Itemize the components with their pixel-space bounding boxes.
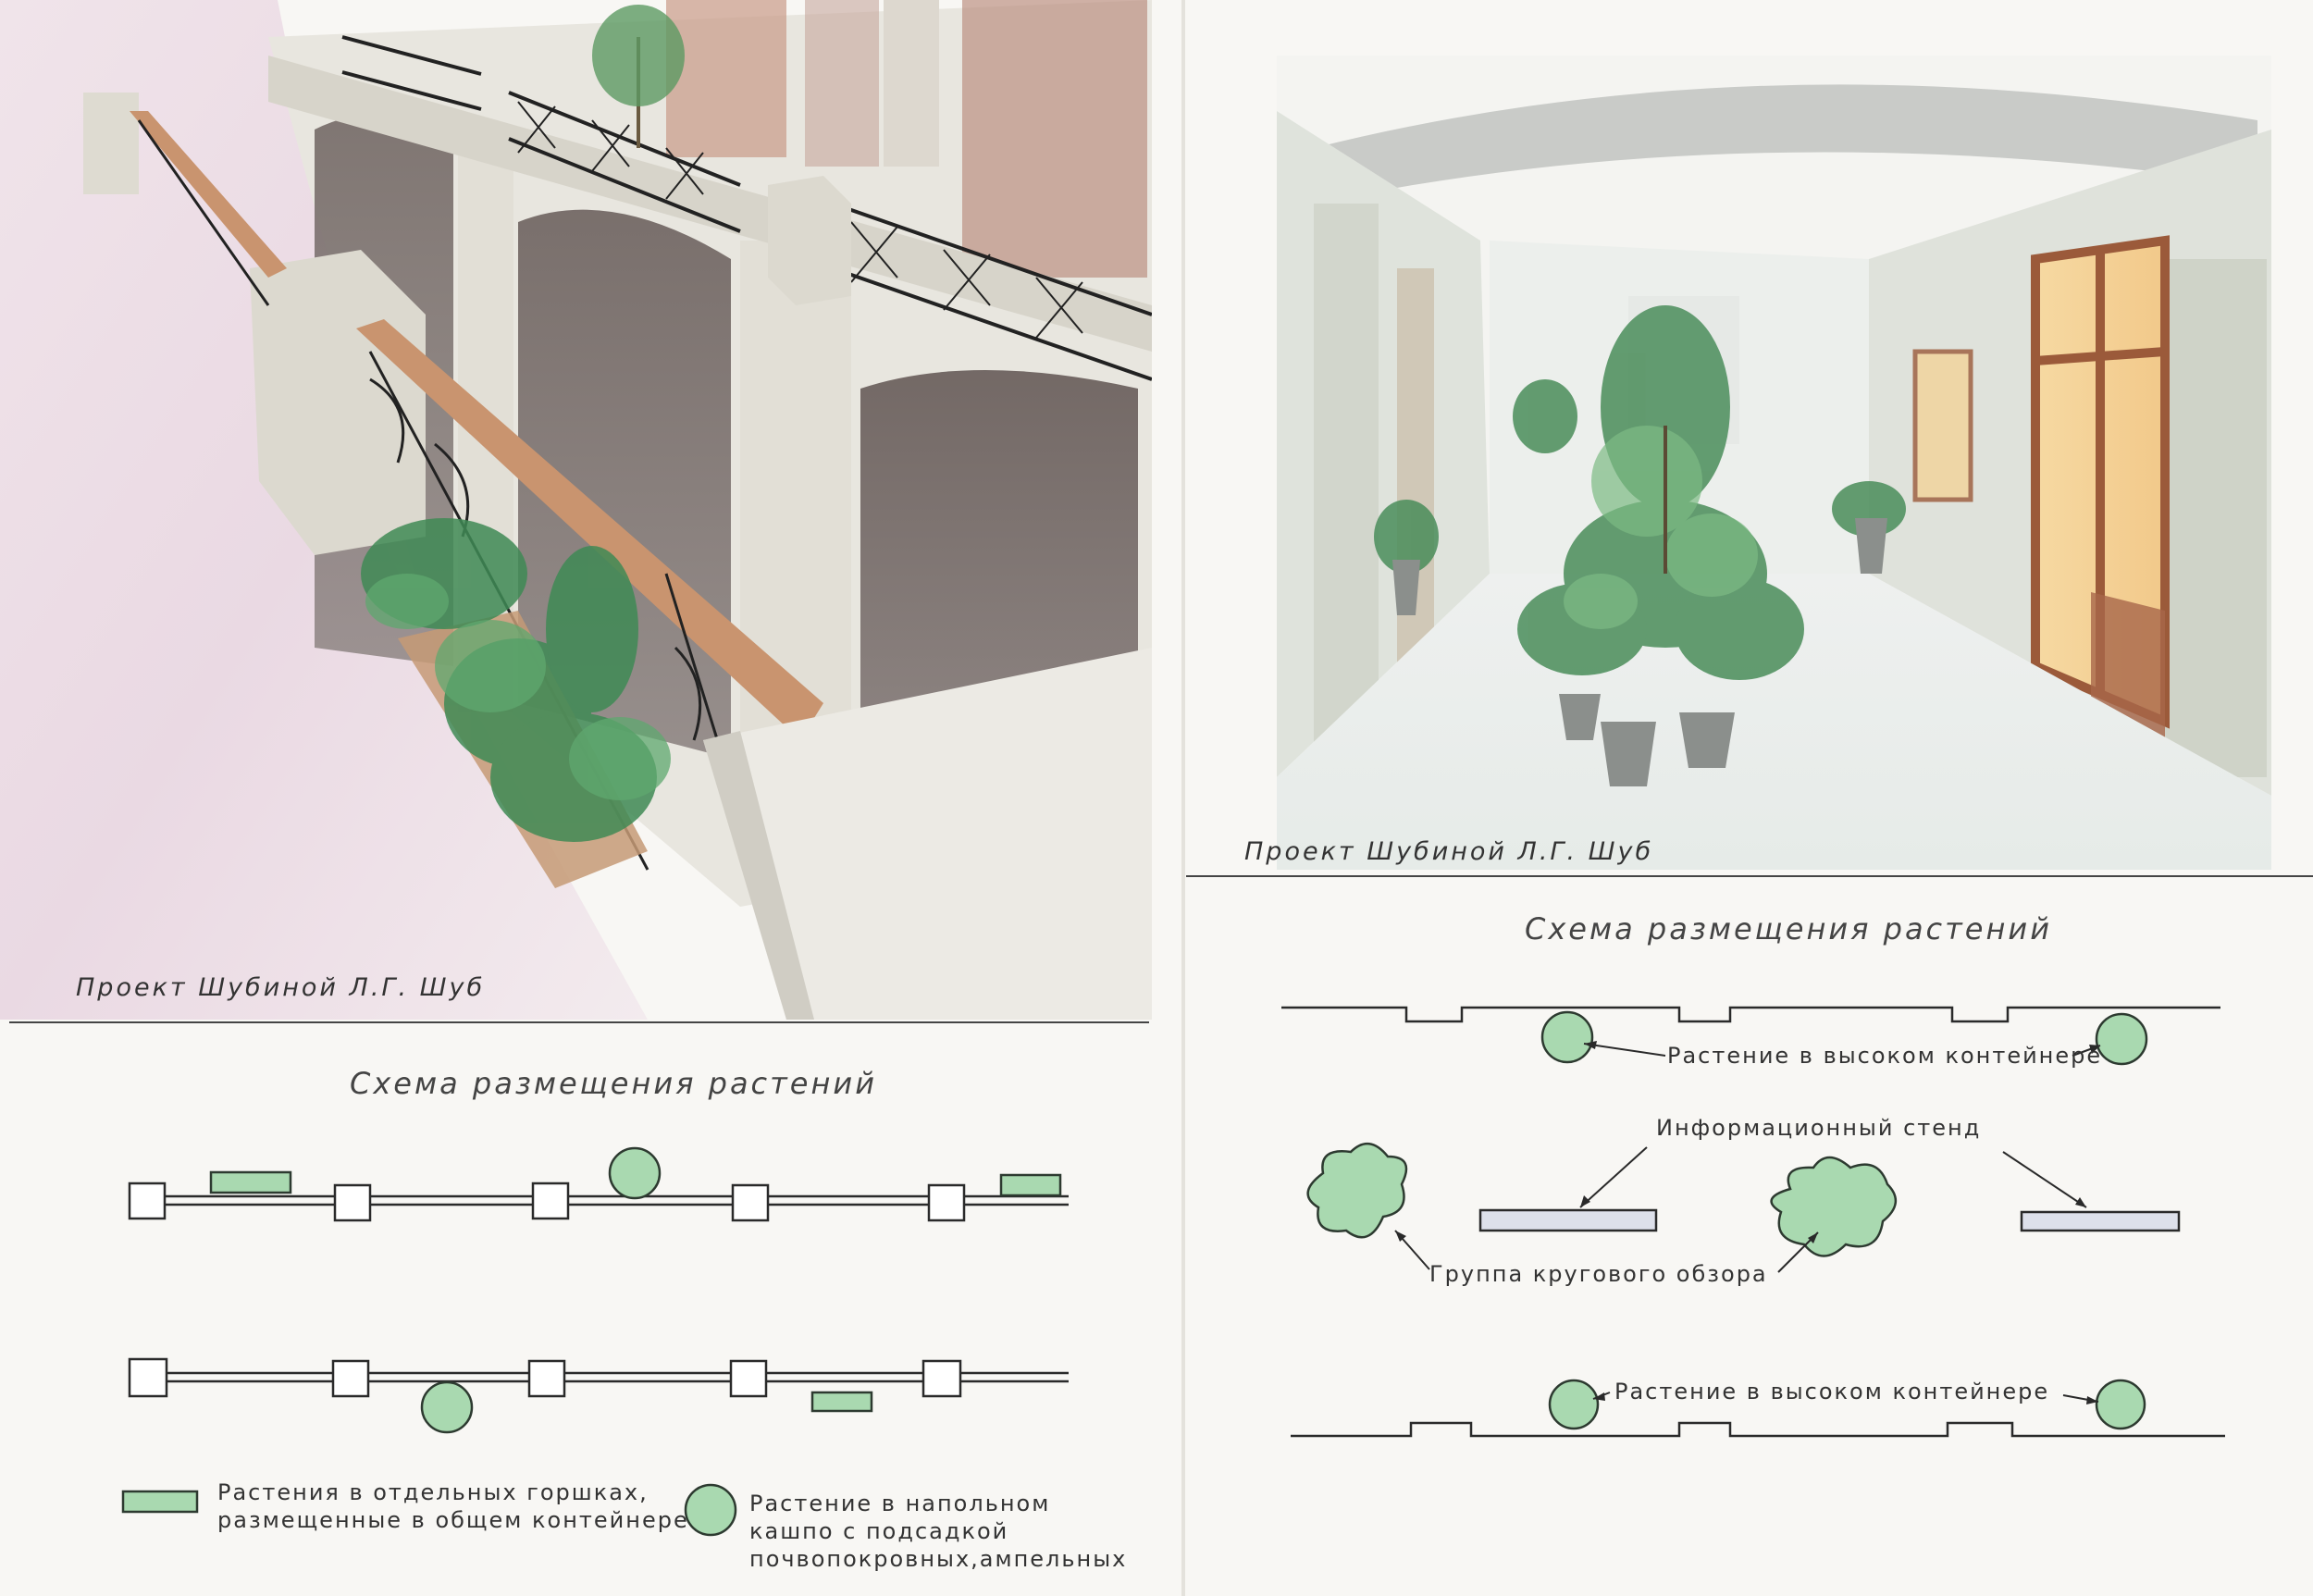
circular-group-marker	[1306, 1143, 1408, 1239]
legend-container-label: Растения в отдельных горшках, размещенны…	[217, 1479, 689, 1533]
legend-container-symbol	[121, 1490, 199, 1514]
post	[527, 1359, 566, 1398]
post	[921, 1359, 962, 1398]
right-scheme	[1281, 1006, 2225, 1438]
post	[731, 1183, 770, 1222]
info-stand-marker	[1478, 1208, 1658, 1232]
post	[333, 1183, 372, 1222]
info-stand-marker	[2020, 1210, 2181, 1232]
author-signature-right: Проект Шубиной Л.Г. Шуб	[1244, 837, 1654, 866]
divider-right	[1186, 875, 2313, 877]
scheme-title-left: Схема размещения растений	[350, 1066, 877, 1101]
container-plant-marker	[810, 1391, 873, 1413]
label-info-stand: Информационный стенд	[1656, 1115, 1982, 1141]
label-tall-container-top: Растение в высоком контейнере	[1667, 1043, 2103, 1069]
tall-container-marker	[1540, 1010, 1594, 1064]
container-plant-marker	[209, 1170, 292, 1194]
post	[331, 1359, 370, 1398]
legend-floor-pot-label: Растение в напольном кашпо с подсадкой п…	[749, 1491, 1128, 1572]
left-scheme	[128, 1182, 1069, 1398]
floor-pot-marker	[420, 1380, 474, 1434]
post	[128, 1182, 167, 1220]
post	[729, 1359, 768, 1398]
author-signature-left: Проект Шубиной Л.Г. Шуб	[76, 973, 486, 1002]
label-circular-group: Группа кругового обзора	[1429, 1261, 1768, 1287]
tall-container-marker	[2095, 1379, 2146, 1430]
post	[128, 1357, 168, 1398]
sheet-gap	[1181, 0, 1185, 1596]
container-plant-marker	[999, 1173, 1062, 1197]
legend-floor-pot-symbol	[684, 1483, 737, 1537]
circular-group-marker	[1770, 1156, 1897, 1257]
tall-container-marker	[1548, 1379, 1600, 1430]
scheme-title-right: Схема размещения растений	[1525, 911, 2052, 946]
post	[531, 1182, 570, 1220]
divider-left	[9, 1021, 1149, 1023]
corridor-watercolor	[1277, 56, 2271, 870]
balcony-watercolor	[0, 0, 1152, 1020]
post	[927, 1183, 966, 1222]
label-tall-container-bottom: Растение в высоком контейнере	[1614, 1379, 2050, 1404]
floor-pot-marker	[608, 1146, 662, 1200]
tall-container-marker	[2095, 1012, 2148, 1066]
